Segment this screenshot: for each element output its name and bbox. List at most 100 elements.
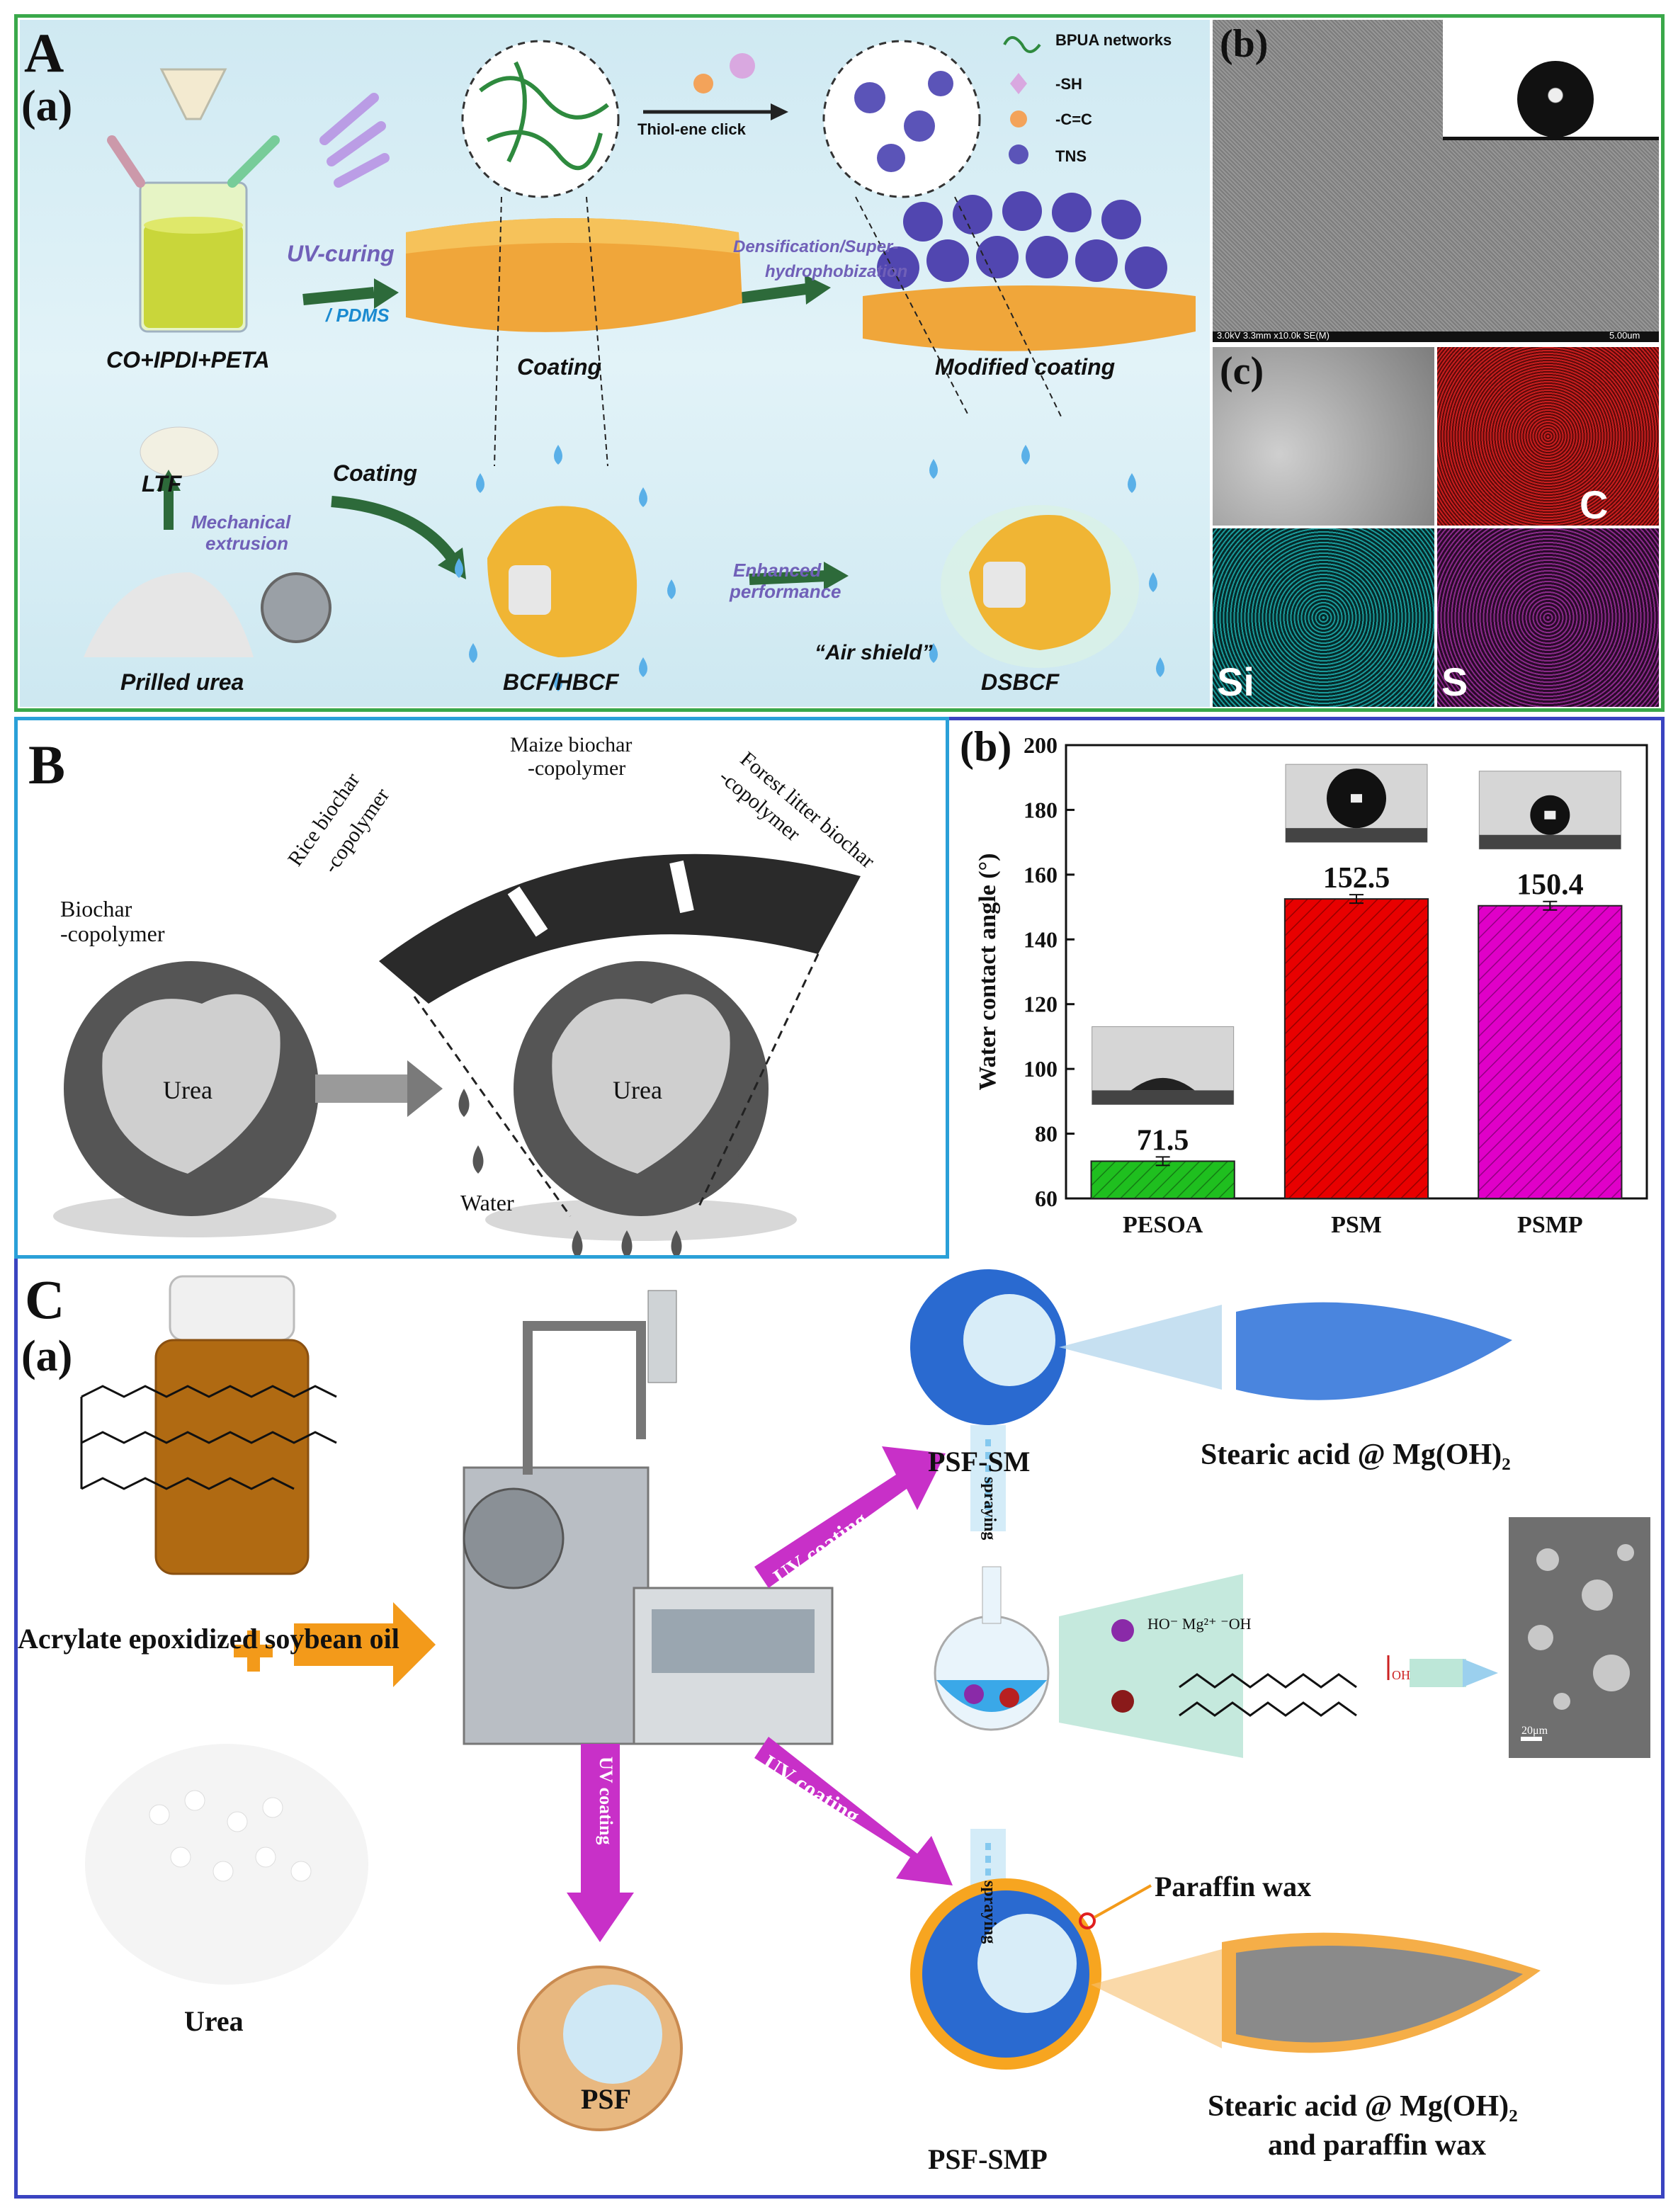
y-axis-label: Water contact angle (°): [975, 853, 1001, 1091]
hydrophobization-label: hydrophobization: [765, 262, 908, 281]
pdms-label: / PDMS: [326, 305, 390, 326]
eds-label-s: S: [1441, 659, 1468, 704]
value-label: 150.4: [1517, 869, 1584, 902]
y-tick-label: 60: [1035, 1186, 1058, 1211]
y-tick-label: 180: [1024, 797, 1058, 822]
stearic-label-2: Stearic acid @ Mg(OH)₂: [1208, 2090, 1518, 2123]
value-label: 71.5: [1137, 1124, 1189, 1157]
materials-label: CO+IPDI+PETA: [106, 347, 270, 373]
water-droplets: [455, 445, 1164, 691]
eds-label-si: Si: [1217, 659, 1254, 704]
panel-c-sub-a: (a): [21, 1332, 73, 1380]
panel-b-drawing: [53, 853, 861, 1255]
uv-curing-label: UV-curing: [287, 241, 395, 266]
legend-bpua: BPUA networks: [1055, 31, 1172, 49]
legend-sh: -SH: [1055, 75, 1082, 93]
coating-slab: [406, 218, 742, 332]
uv-arrow-up: [754, 1446, 946, 1588]
jar-lid: [169, 1275, 295, 1342]
zoom-circle-1: [461, 40, 620, 198]
uv-light-icon: [319, 93, 390, 188]
and-paraffin-label: and paraffin wax: [1268, 2129, 1487, 2162]
bcf-granule: [487, 506, 637, 657]
panel-b-letter: B: [28, 734, 66, 795]
droplet: [1130, 1077, 1195, 1091]
spraying-label-1: spraying: [980, 1477, 999, 1541]
biochar-label: Biochar: [60, 896, 132, 921]
panel-c-letter: C: [25, 1269, 65, 1330]
panel-a-letter: A: [24, 22, 64, 84]
psf-smp-label: PSF-SMP: [928, 2143, 1048, 2175]
dsbcf-label: DSBCF: [981, 669, 1060, 695]
paraffin-label: Paraffin wax: [1155, 1871, 1312, 1902]
prilled-urea-label: Prilled urea: [120, 669, 244, 695]
dsbcf-granule: [941, 505, 1139, 668]
legend-cc: -C=C: [1055, 110, 1092, 128]
panel-a-sub-b: (b): [1220, 22, 1269, 66]
spraying-label-2: spraying: [980, 1881, 999, 1944]
bar-pesoa: [1090, 1160, 1235, 1200]
urea-label: Urea: [184, 2005, 244, 2037]
stearic-coating-sm: [1236, 1302, 1512, 1400]
thiol-ene-label: Thiol-ene click: [637, 120, 746, 138]
bar-psm: [1283, 898, 1429, 1199]
coating-arrow-label: Coating: [333, 460, 418, 486]
stearic-label: Stearic acid @ Mg(OH)₂: [1201, 1439, 1511, 1471]
psf-sm-label: PSF-SM: [928, 1446, 1031, 1477]
y-tick-label: 140: [1024, 926, 1058, 952]
y-tick-label: 100: [1024, 1056, 1058, 1082]
sem-scale-c: 20μm: [1521, 1725, 1548, 1737]
jar-body: [154, 1339, 310, 1575]
ltf-label: LTF: [142, 471, 182, 497]
flask-icon: [934, 1566, 1050, 1731]
extrusion-label: extrusion: [205, 533, 289, 554]
maize-label-2: -copolymer: [528, 756, 626, 780]
urea-label-right: Urea: [613, 1076, 662, 1104]
beaker-icon: [107, 68, 280, 333]
modified-coating-label: Modified coating: [935, 354, 1116, 380]
prilled-urea-pile: [84, 572, 254, 657]
sem-caption: 3.0kV 3.3mm x10.0k SE(M): [1217, 330, 1330, 341]
water-label: Water: [460, 1190, 514, 1215]
bar-psmp: [1478, 904, 1623, 1199]
x-tick-label: PSMP: [1517, 1212, 1583, 1238]
sem-scale: 5.00um: [1609, 330, 1640, 341]
y-tick-label: 120: [1024, 992, 1058, 1017]
stearic-paraffin-coating: [1222, 1932, 1541, 2053]
psf-label: PSF: [581, 2083, 632, 2115]
densification-label: Densification/Super-: [733, 237, 899, 256]
x-tick-label: PSM: [1331, 1212, 1382, 1238]
ions-label: HO⁻ Mg²⁺ ⁻OH: [1147, 1615, 1252, 1633]
x-tick-label: PESOA: [1123, 1212, 1203, 1238]
panel-a-sub-a: (a): [21, 82, 73, 130]
ltf-tablet: [140, 426, 219, 477]
y-tick-label: 80: [1035, 1121, 1058, 1147]
y-tick-label: 160: [1024, 862, 1058, 887]
uv-coating-label-2: UV coating: [596, 1757, 616, 1845]
oh-label: OH: [1392, 1668, 1410, 1682]
air-shield-label: “Air shield”: [815, 641, 933, 664]
reaction-panel: [1059, 1574, 1243, 1758]
legend-tns: TNS: [1055, 147, 1087, 165]
urea-label-left: Urea: [163, 1076, 212, 1104]
uv-arrow-down-psf: [567, 1744, 634, 1942]
eds-label-c: C: [1580, 482, 1609, 527]
bcf-label: BCF/HBCF: [503, 669, 619, 695]
arrow-1: [302, 287, 375, 305]
panel-b-sub-b: (b): [960, 723, 1012, 770]
uv-arrow-down-smp: [754, 1737, 953, 1885]
zoom-circle-2: [822, 40, 981, 198]
biochar-label-2: -copolymer: [60, 921, 165, 946]
enhanced-label: Enhanced: [733, 560, 822, 581]
value-label: 152.5: [1323, 862, 1390, 895]
coating-machine-icon: [463, 1290, 834, 1745]
coating-label: Coating: [517, 354, 602, 380]
mechanical-label: Mechanical: [191, 511, 291, 533]
panel-c-drawing: [80, 1269, 1650, 2131]
sem-image: 3.0kV 3.3mm x10.0k SE(M) 5.00um: [1213, 20, 1659, 342]
modified-coating-slab: [863, 191, 1196, 351]
performance-label: performance: [730, 581, 841, 602]
